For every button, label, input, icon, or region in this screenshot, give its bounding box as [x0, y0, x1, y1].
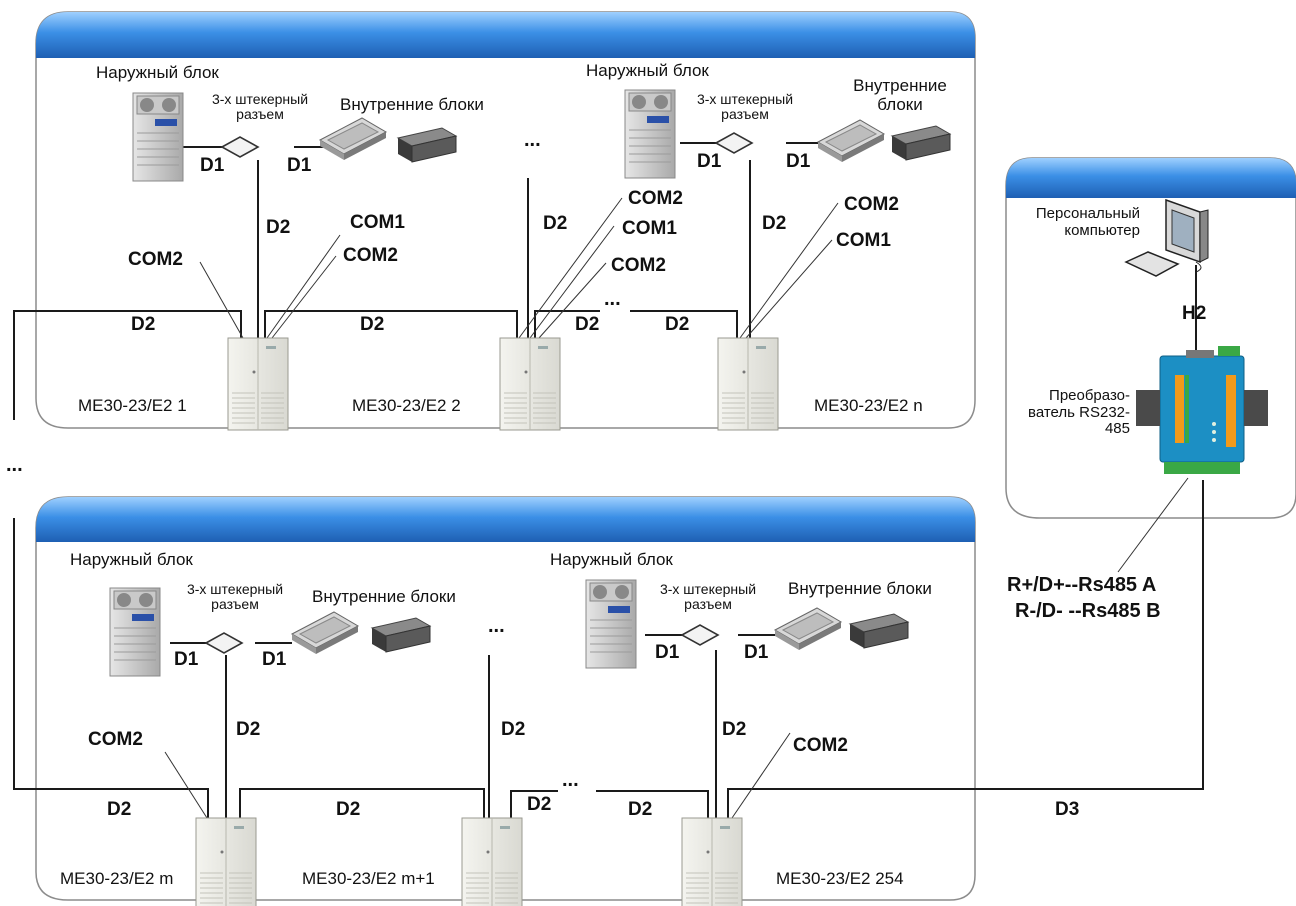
d2-label: D2 — [543, 214, 567, 235]
d2-label: D2 — [336, 800, 360, 821]
module-label: ME30-23/E2 m+1 — [302, 870, 435, 889]
module-cabinet-2 — [500, 338, 560, 430]
module-label: ME30-23/E2 1 — [78, 397, 187, 416]
com1-label: COM1 — [622, 219, 677, 240]
com2-label: COM2 — [793, 736, 848, 757]
module-cabinet-m — [196, 818, 256, 906]
indoor-label-g2-a: Внутренние блоки — [312, 588, 456, 607]
indoor-label-g1-b: Внутренние блоки — [830, 77, 970, 114]
module-cabinet-m1 — [462, 818, 522, 906]
com2-label: COM2 — [611, 256, 666, 277]
d2-label: D2 — [236, 720, 260, 741]
outdoor-unit-1 — [133, 93, 183, 181]
d1-label: D1 — [786, 152, 810, 173]
connector-label-g1-b: 3-х штекерный разъем — [680, 92, 810, 123]
com2-label: COM2 — [844, 195, 899, 216]
module-label: ME30-23/E2 m — [60, 870, 173, 889]
com1-label: COM1 — [836, 231, 891, 252]
ellipsis-left: ... — [6, 455, 23, 475]
d2-label: D2 — [628, 800, 652, 821]
d1-label: D1 — [262, 650, 286, 671]
d2-label: D2 — [501, 720, 525, 741]
d2-label: D2 — [527, 795, 551, 816]
d1-label: D1 — [287, 156, 311, 177]
ellipsis: ... — [562, 770, 579, 790]
d1-label: D1 — [655, 643, 679, 664]
d2-label: D2 — [722, 720, 746, 741]
d1-label: D1 — [174, 650, 198, 671]
d2-label: D2 — [266, 218, 290, 239]
d2-label: D2 — [575, 315, 599, 336]
com1-label: COM1 — [350, 213, 405, 234]
d1-label: D1 — [200, 156, 224, 177]
indoor-label-g2-b: Внутренние блоки — [788, 580, 932, 599]
ellipsis: ... — [524, 130, 541, 150]
rs485-a-label: R+/D+--Rs485 A — [1007, 574, 1156, 596]
module-label: ME30-23/E2 2 — [352, 397, 461, 416]
d3-label: D3 — [1055, 800, 1079, 821]
d2-label: D2 — [131, 315, 155, 336]
pc-label: Персональный компьютер — [1004, 206, 1140, 239]
connector-label-g2-b: 3-х штекерный разъем — [643, 582, 773, 613]
d2-label: D2 — [762, 214, 786, 235]
d2-label: D2 — [107, 800, 131, 821]
outdoor-label-g2-a: Наружный блок — [70, 551, 193, 570]
rs485-b-label: R-/D- --Rs485 B — [1015, 600, 1161, 622]
d1-label: D1 — [697, 152, 721, 173]
com2-label: COM2 — [128, 250, 183, 271]
connector-label-g2-a: 3-х штекерный разъем — [170, 582, 300, 613]
module-label: ME30-23/E2 254 — [776, 870, 904, 889]
module-cabinet-n — [718, 338, 778, 430]
com2-label: COM2 — [88, 730, 143, 751]
ellipsis: ... — [604, 289, 621, 309]
com2-label: COM2 — [343, 246, 398, 267]
outdoor-label-g1-a: Наружный блок — [96, 64, 219, 83]
outdoor-label-g1-b: Наружный блок — [586, 62, 709, 81]
d2-label: D2 — [665, 315, 689, 336]
com2-label: COM2 — [628, 189, 683, 210]
outdoor-unit-2 — [625, 90, 675, 178]
module-cabinet-1 — [228, 338, 288, 430]
converter-label: Преобразо-ватель RS232-485 — [1028, 388, 1130, 438]
indoor-label-g1-a: Внутренние блоки — [340, 96, 484, 115]
outdoor-label-g2-b: Наружный блок — [550, 551, 673, 570]
module-cabinet-254 — [682, 818, 742, 906]
module-label: ME30-23/E2 n — [814, 397, 923, 416]
connector-label-g1-a: 3-х штекерный разъем — [195, 92, 325, 123]
outdoor-unit-4 — [586, 580, 636, 668]
h2-label: H2 — [1182, 304, 1206, 325]
d2-label: D2 — [360, 315, 384, 336]
outdoor-unit-3 — [110, 588, 160, 676]
ellipsis: ... — [488, 616, 505, 636]
d1-label: D1 — [744, 643, 768, 664]
